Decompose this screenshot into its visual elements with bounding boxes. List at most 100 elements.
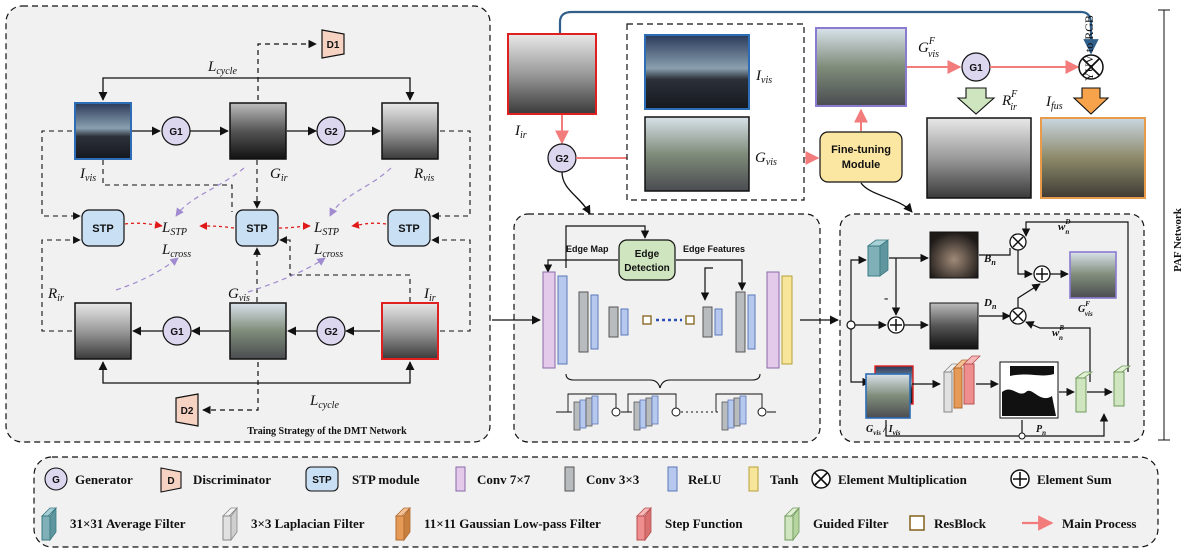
label-g-ir: Gir bbox=[270, 166, 288, 184]
label-i-fus: Ifus bbox=[1045, 94, 1063, 112]
legend-generator-icon bbox=[44, 467, 68, 491]
resblock-2 bbox=[685, 315, 695, 325]
l-cycle-top: Lcycle bbox=[207, 59, 237, 77]
discriminator-d2 bbox=[175, 393, 199, 427]
legend-stp: STP module bbox=[352, 472, 420, 487]
module-label: Module bbox=[842, 159, 881, 171]
layer-tanh bbox=[781, 275, 793, 365]
legend-lap: 3×3 Laplacian Filter bbox=[251, 516, 365, 531]
image-i-vis-main bbox=[644, 34, 750, 110]
layer-relu-3 bbox=[620, 308, 629, 336]
image-g-vis-i-vis bbox=[865, 373, 911, 419]
arrow-down-orange bbox=[1072, 87, 1110, 115]
left-panel-caption: Traing Strategy of the DMT Network bbox=[247, 426, 407, 437]
legend-step-swatch bbox=[636, 515, 646, 541]
image-b-n bbox=[929, 231, 979, 279]
l-cycle-bottom: Lcycle bbox=[309, 393, 339, 411]
legend-tanh: Tanh bbox=[770, 472, 799, 487]
l-stp-left: LSTP bbox=[161, 220, 187, 238]
label-b-n: Bn bbox=[983, 253, 996, 267]
label-r-vis: Rvis bbox=[413, 166, 434, 184]
image-g-vis-f-small bbox=[1069, 251, 1117, 299]
legend-avg: 31×31 Average Filter bbox=[70, 516, 186, 531]
guided-filter-2 bbox=[1113, 371, 1125, 407]
image-d-n bbox=[929, 302, 979, 350]
layer-conv3-3 bbox=[702, 306, 713, 338]
stp-right bbox=[387, 209, 431, 247]
legend-discriminator-icon-label: D bbox=[167, 476, 174, 487]
layer-relu-4 bbox=[714, 308, 723, 336]
generator-panel-frame bbox=[513, 213, 821, 443]
l-cross-right: Lcross bbox=[313, 242, 343, 260]
layer-conv7-1 bbox=[542, 271, 556, 369]
legend-frame bbox=[33, 456, 1159, 548]
label-i-ir-left: Iir bbox=[423, 286, 436, 304]
legend-gauss-swatch bbox=[395, 515, 405, 541]
layer-conv7-2 bbox=[766, 271, 780, 369]
image-g-ir bbox=[229, 102, 287, 160]
legend-lap-swatch bbox=[222, 515, 232, 541]
label-i-vis-left: Ivis bbox=[79, 166, 96, 184]
edge-features-label: Edge Features bbox=[683, 244, 745, 254]
label-r-ir: Rir bbox=[47, 286, 64, 304]
image-g-vis-f bbox=[815, 27, 907, 107]
image-i-ir-main bbox=[507, 33, 597, 115]
legend-conv7-swatch bbox=[455, 466, 466, 492]
label-i-ir-main: Iir bbox=[514, 123, 527, 141]
label-p-n: Pn bbox=[1036, 424, 1046, 437]
d2-label: D2 bbox=[181, 406, 194, 417]
legend-relu-swatch bbox=[667, 466, 678, 492]
legend-resblock: ResBlock bbox=[934, 516, 987, 531]
legend-discriminator-icon bbox=[160, 467, 182, 493]
legend-stp-icon-label: STP bbox=[312, 475, 332, 486]
layer-relu-2 bbox=[590, 294, 599, 350]
yuv-label: YUV to RGB bbox=[1082, 15, 1096, 81]
stp-left bbox=[81, 209, 125, 247]
edge-detection-label-1: Edge bbox=[635, 249, 660, 260]
legend-avg-swatch bbox=[41, 515, 51, 541]
stp-mid bbox=[235, 209, 279, 247]
image-r-vis bbox=[381, 102, 439, 160]
legend-guided-swatch bbox=[784, 515, 794, 541]
layer-relu-5 bbox=[747, 294, 756, 350]
legend-guided: Guided Filter bbox=[813, 516, 889, 531]
legend-resblock-swatch bbox=[909, 515, 925, 531]
discriminator-d1 bbox=[321, 29, 345, 59]
legend-conv3: Conv 3×3 bbox=[586, 472, 640, 487]
legend-gauss: 11×11 Gaussian Low-pass Filter bbox=[424, 516, 601, 531]
label-g-vis: Gvis bbox=[228, 286, 250, 304]
fine-tuning-label: Fine-tuning bbox=[831, 144, 891, 156]
image-r-ir-f bbox=[926, 117, 1032, 199]
edge-detection-box bbox=[618, 239, 676, 281]
guided-filter-1 bbox=[1075, 377, 1087, 413]
legend-conv3-swatch bbox=[564, 466, 575, 492]
fine-tuning-module bbox=[819, 131, 903, 183]
edge-map-label: Edge Map bbox=[566, 244, 609, 254]
paf-label: PAF Network bbox=[1172, 207, 1184, 272]
label-d-n: Dn bbox=[983, 297, 997, 311]
legend-sum: Element Sum bbox=[1037, 472, 1112, 487]
d1-label: D1 bbox=[327, 40, 340, 51]
resblock-1 bbox=[642, 315, 652, 325]
legend-conv7: Conv 7×7 bbox=[477, 472, 531, 487]
g2-main-label: G2 bbox=[555, 154, 569, 165]
legend-generator: Generator bbox=[75, 472, 133, 487]
image-i-fus bbox=[1040, 117, 1146, 199]
legend-main: Main Process bbox=[1062, 516, 1137, 531]
image-g-vis-main bbox=[644, 116, 750, 192]
minus-sign: - bbox=[884, 290, 888, 305]
legend-tanh-swatch bbox=[748, 466, 759, 492]
legend-step: Step Function bbox=[665, 516, 743, 531]
label-g-vis-main: Gvis bbox=[755, 150, 777, 168]
edge-detection-label-2: Detection bbox=[624, 263, 670, 274]
g1-top-label: G1 bbox=[169, 127, 183, 138]
legend-stp-icon bbox=[305, 466, 339, 492]
g1-main-label: G1 bbox=[969, 63, 983, 74]
g1-bottom-label: G1 bbox=[170, 327, 184, 338]
legend-mult: Element Multiplication bbox=[838, 472, 968, 487]
layer-conv3-1 bbox=[578, 291, 589, 353]
label-i-vis-main: Ivis bbox=[755, 68, 772, 86]
